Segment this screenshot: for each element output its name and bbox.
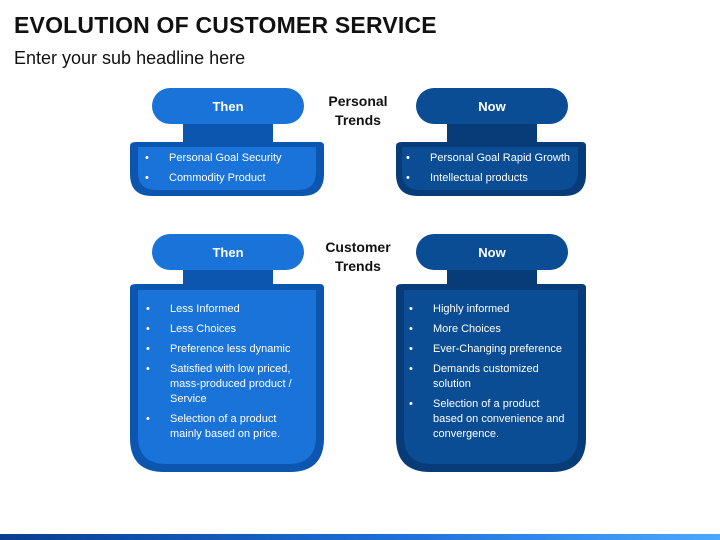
list-item: Commodity Product	[145, 171, 315, 186]
list-item: Preference less dynamic	[146, 342, 306, 357]
then-customer-list: Less Informed Less Choices Preference le…	[146, 302, 306, 447]
footer-accent-bar	[0, 534, 720, 540]
list-item: Demands customized solution	[409, 362, 571, 392]
page-title: EVOLUTION OF CUSTOMER SERVICE	[14, 12, 437, 38]
now-personal-list: Personal Goal Rapid Growth Intellectual …	[406, 151, 578, 191]
list-item: Selection of a product mainly based on p…	[146, 412, 306, 442]
list-item: Less Informed	[146, 302, 306, 317]
then-customer-heading: Then	[212, 245, 244, 260]
section-label-customer: Customer Trends	[325, 239, 391, 274]
list-item: Highly informed	[409, 302, 571, 317]
page-subtitle: Enter your sub headline here	[14, 48, 246, 68]
list-item: Less Choices	[146, 322, 306, 337]
list-item: Satisfied with low priced, mass-produced…	[146, 362, 306, 407]
now-customer-heading: Now	[478, 245, 506, 260]
then-personal-list: Personal Goal Security Commodity Product	[145, 151, 315, 191]
list-item: Selection of a product based on convenie…	[409, 397, 571, 442]
list-item: Intellectual products	[406, 171, 578, 186]
now-personal-heading: Now	[478, 99, 506, 114]
now-customer-list: Highly informed More Choices Ever-Changi…	[409, 302, 571, 447]
then-personal-heading: Then	[212, 99, 244, 114]
section-label-personal: Personal Trends	[328, 93, 388, 128]
list-item: Personal Goal Rapid Growth	[406, 151, 578, 166]
list-item: Personal Goal Security	[145, 151, 315, 166]
list-item: More Choices	[409, 322, 571, 337]
list-item: Ever-Changing preference	[409, 342, 571, 357]
